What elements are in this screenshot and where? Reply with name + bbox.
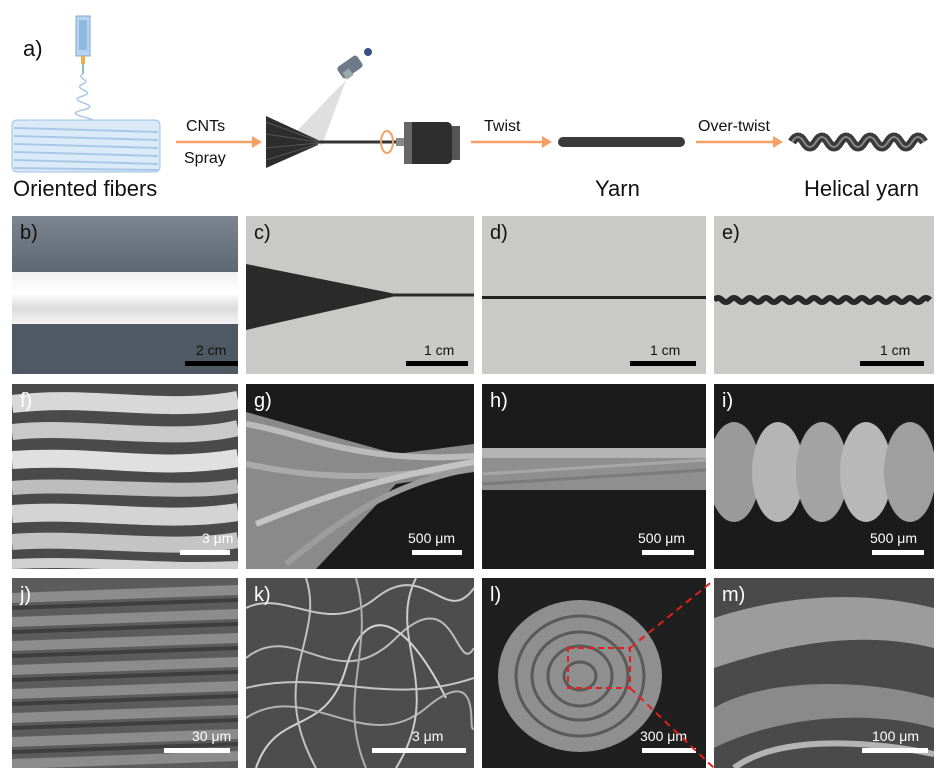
fiber-mat-strip — [12, 272, 238, 324]
panel-label-m: m) — [722, 584, 746, 606]
arrow-label-spray: Spray — [184, 150, 226, 167]
yarn-line — [482, 296, 706, 299]
sem-panel-k: k) 3 μm — [246, 578, 474, 768]
helical-yarn-icon — [788, 132, 928, 152]
arrow-label-over-twist: Over-twist — [698, 118, 770, 135]
scale-bar-label-l: 300 μm — [640, 728, 687, 744]
oriented-fiber-mat-icon — [11, 119, 161, 173]
spray-gun-icon — [290, 48, 372, 145]
scale-bar-d — [630, 361, 696, 366]
scale-bar-label-j: 30 μm — [192, 728, 232, 744]
scale-bar-label-f: 3 μm — [202, 530, 234, 546]
scale-bar-h — [642, 550, 694, 555]
scale-bar-g — [412, 550, 462, 555]
stage-label-yarn: Yarn — [595, 176, 640, 201]
cnt-network-sem — [246, 578, 474, 768]
background-top — [12, 216, 238, 272]
yarn-cross-section-sem — [498, 600, 662, 752]
fiber-fan-photo — [246, 264, 474, 330]
panel-label-g: g) — [254, 390, 272, 412]
cnt-coated-surface-sem — [12, 585, 238, 768]
helical-yarn-photo — [714, 295, 933, 305]
scale-bar-label-g: 500 μm — [408, 530, 455, 546]
arrow-label-twist: Twist — [484, 118, 521, 135]
photo-panel-c: c) 1 cm — [246, 216, 474, 374]
scale-bar-label-i: 500 μm — [870, 530, 917, 546]
scale-bar-i — [872, 550, 924, 555]
helical-yarn-sem — [714, 422, 934, 522]
scale-bar-label-k: 3 μm — [412, 728, 444, 744]
photo-panel-e: e) 1 cm — [714, 216, 934, 374]
panel-label-d: d) — [490, 222, 508, 244]
scale-bar-label-d: 1 cm — [650, 342, 681, 358]
schematic-panel-a: a) — [0, 0, 946, 210]
schematic-illustration — [11, 15, 928, 173]
fiber-jet-spiral-icon — [74, 73, 93, 125]
scale-bar-label-c: 1 cm — [424, 342, 455, 358]
scale-bar-e — [860, 361, 924, 366]
sem-panel-l: l) 300 μm — [482, 578, 706, 768]
arrow-twist-icon — [471, 136, 552, 148]
scale-bar-k — [372, 748, 466, 753]
scale-bar-label-b: 2 cm — [196, 342, 227, 358]
panel-label-h: h) — [490, 390, 508, 412]
panel-label-e: e) — [722, 222, 740, 244]
twisting-transition-sem — [246, 412, 474, 569]
panel-label-a: a) — [23, 36, 43, 61]
electrospinning-syringe-icon — [75, 15, 91, 74]
sem-panel-h: h) 500 μm — [482, 384, 706, 569]
scale-bar-f — [180, 550, 230, 555]
panel-label-i: i) — [722, 390, 734, 412]
arrow-cnt-spray-icon — [176, 136, 262, 148]
scale-bar-c — [406, 361, 468, 366]
photo-panel-b: b) 2 cm — [12, 216, 238, 374]
scale-bar-label-h: 500 μm — [638, 530, 685, 546]
zoom-region-box — [567, 647, 631, 689]
sem-panel-i: i) 500 μm — [714, 384, 934, 569]
sem-panel-g: g) 500 μm — [246, 384, 474, 569]
arrow-over-twist-icon — [696, 136, 783, 148]
sem-panel-j: j) 30 μm — [12, 578, 238, 768]
scale-bar-m — [862, 748, 928, 753]
yarn-sem — [482, 448, 706, 490]
twisting-motor-icon — [380, 122, 460, 164]
photo-panel-d: d) 1 cm — [482, 216, 706, 374]
panel-label-f: f) — [20, 390, 33, 412]
panel-label-l: l) — [490, 584, 502, 606]
scale-bar-j — [164, 748, 230, 753]
sem-panel-m: m) 100 μm — [714, 578, 934, 768]
sem-panel-f: f) 3 μm — [12, 384, 238, 569]
panel-label-b: b) — [20, 222, 38, 244]
panel-label-j: j) — [20, 584, 32, 606]
arrow-label-cnts: CNTs — [186, 118, 226, 135]
yarn-rod-icon — [558, 137, 685, 147]
scale-bar-label-e: 1 cm — [880, 342, 911, 358]
scale-bar-b — [185, 361, 238, 366]
oriented-fibers-sem — [12, 384, 238, 569]
panel-label-k: k) — [254, 584, 271, 606]
scale-bar-l — [642, 748, 696, 753]
scale-bar-label-m: 100 μm — [872, 728, 919, 744]
stage-label-oriented-fibers: Oriented fibers — [13, 176, 158, 201]
fiber-fan-icon — [265, 116, 400, 168]
panel-label-c: c) — [254, 222, 271, 244]
stage-label-helical-yarn: Helical yarn — [804, 176, 919, 201]
